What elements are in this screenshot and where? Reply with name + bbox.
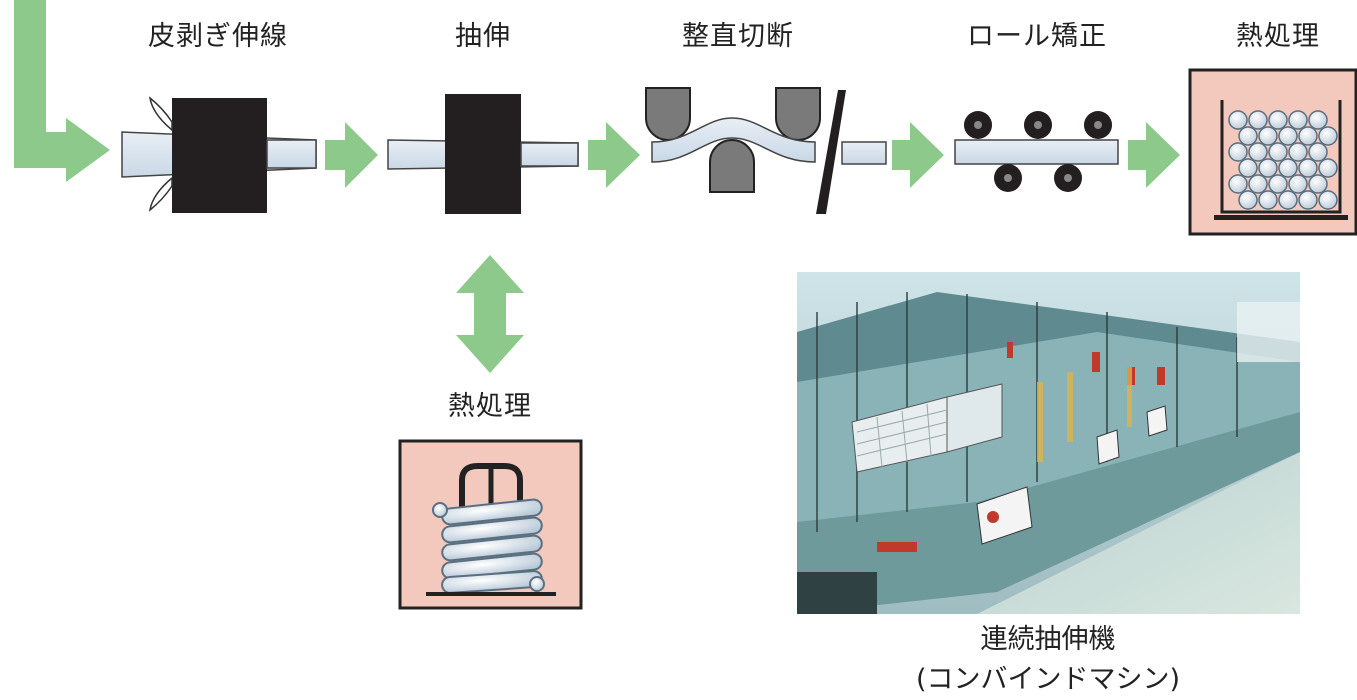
- branch-double-arrow: [456, 255, 524, 373]
- step-label-drawing: 抽伸: [455, 21, 511, 52]
- input-arrow: [14, 0, 110, 182]
- photo-caption-title: 連続抽伸機: [980, 624, 1116, 655]
- straightening-cutting-icon: [645, 87, 887, 214]
- coil-heat-treatment-icon: [398, 439, 583, 610]
- step-label-peeling-drawing: 皮剥ぎ伸線: [148, 21, 288, 52]
- roll-straightener-icon: [954, 111, 1119, 192]
- flow-arrow-1: [325, 122, 378, 188]
- step-label-roll-straightening: ロール矯正: [967, 21, 1107, 52]
- flow-arrow-3: [892, 122, 944, 188]
- branch-label-heat-treatment: 熱処理: [448, 391, 532, 422]
- machine-photo: [797, 272, 1300, 614]
- step-label-straightening-cutting: 整直切断: [682, 21, 794, 52]
- flow-arrow-2: [588, 122, 640, 188]
- step-label-heat-treatment: 熱処理: [1236, 21, 1320, 52]
- heat-treatment-furnace-icon: [1188, 68, 1357, 236]
- photo-caption: 連続抽伸機 (コンバインドマシン): [916, 620, 1180, 700]
- flow-arrow-4: [1128, 122, 1180, 188]
- drawing-die-icon: [387, 94, 579, 214]
- photo-caption-subtitle: (コンバインドマシン): [915, 664, 1181, 695]
- peeling-die-icon: [121, 96, 317, 213]
